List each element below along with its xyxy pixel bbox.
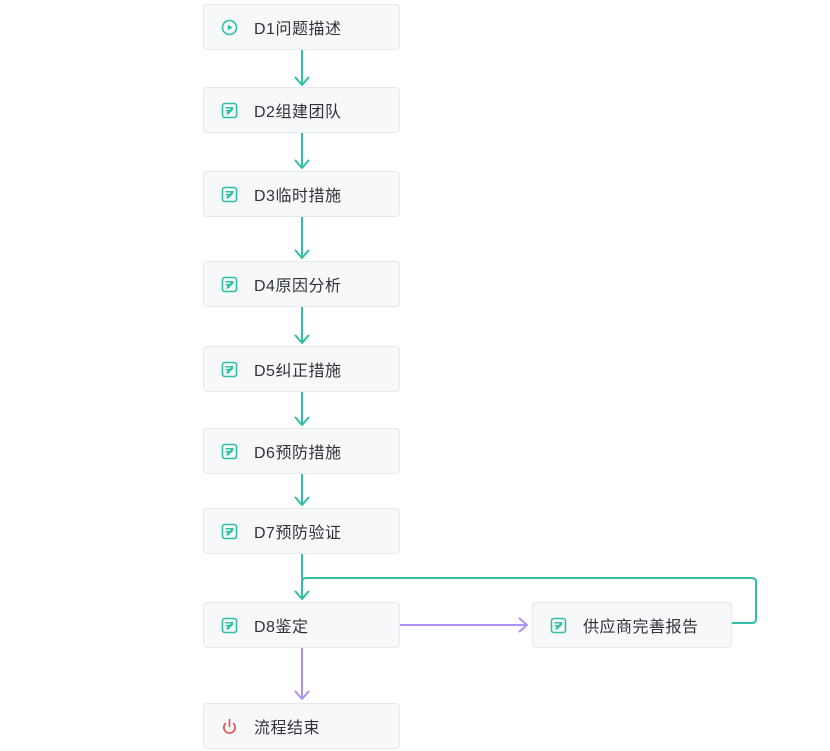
arrowhead-down-icon: [294, 249, 310, 259]
form-icon: [221, 443, 238, 459]
flow-node-end[interactable]: 流程结束: [203, 703, 400, 749]
power-icon: [223, 718, 236, 734]
form-icon: [221, 276, 238, 292]
node-label: D6预防措施: [254, 445, 342, 462]
node-label: 供应商完善报告: [583, 619, 699, 636]
flow-node-d6[interactable]: D6预防措施: [203, 428, 400, 474]
form-icon: [221, 523, 238, 539]
form-icon: [221, 617, 238, 633]
form-icon: [221, 102, 238, 118]
flow-node-d2[interactable]: D2组建团队: [203, 87, 400, 133]
node-label: D1问题描述: [254, 21, 342, 38]
flow-node-d3[interactable]: D3临时措施: [203, 171, 400, 217]
purple-edges: [294, 617, 528, 700]
play-circle-icon: [221, 19, 238, 35]
node-label: D5纠正措施: [254, 363, 342, 380]
flow-node-supplier-report[interactable]: 供应商完善报告: [532, 602, 732, 648]
form-icon: [550, 617, 567, 633]
node-label: D2组建团队: [254, 104, 342, 121]
node-label: D3临时措施: [254, 188, 342, 205]
node-label: D4原因分析: [254, 278, 342, 295]
arrowhead-down-icon: [294, 416, 310, 426]
arrowhead-down-icon: [294, 76, 310, 86]
flow-node-d5[interactable]: D5纠正措施: [203, 346, 400, 392]
node-label: D7预防验证: [254, 525, 342, 542]
arrowhead-down-icon: [294, 690, 310, 700]
edge-supplier-d8-loop: [301, 577, 757, 624]
flow-node-d1[interactable]: D1问题描述: [203, 4, 400, 50]
arrowhead-down-icon: [294, 590, 310, 600]
arrowhead-down-icon: [294, 159, 310, 169]
teal-edges: [294, 49, 757, 624]
node-label: D8鉴定: [254, 619, 309, 636]
arrowhead-down-icon: [294, 334, 310, 344]
flow-node-d4[interactable]: D4原因分析: [203, 261, 400, 307]
form-icon: [221, 186, 238, 202]
node-label: 流程结束: [254, 720, 321, 737]
arrowhead-down-icon: [294, 496, 310, 506]
form-icon: [221, 361, 238, 377]
flow-node-d8[interactable]: D8鉴定: [203, 602, 400, 648]
arrowhead-right-icon: [518, 617, 528, 633]
flow-node-d7[interactable]: D7预防验证: [203, 508, 400, 554]
